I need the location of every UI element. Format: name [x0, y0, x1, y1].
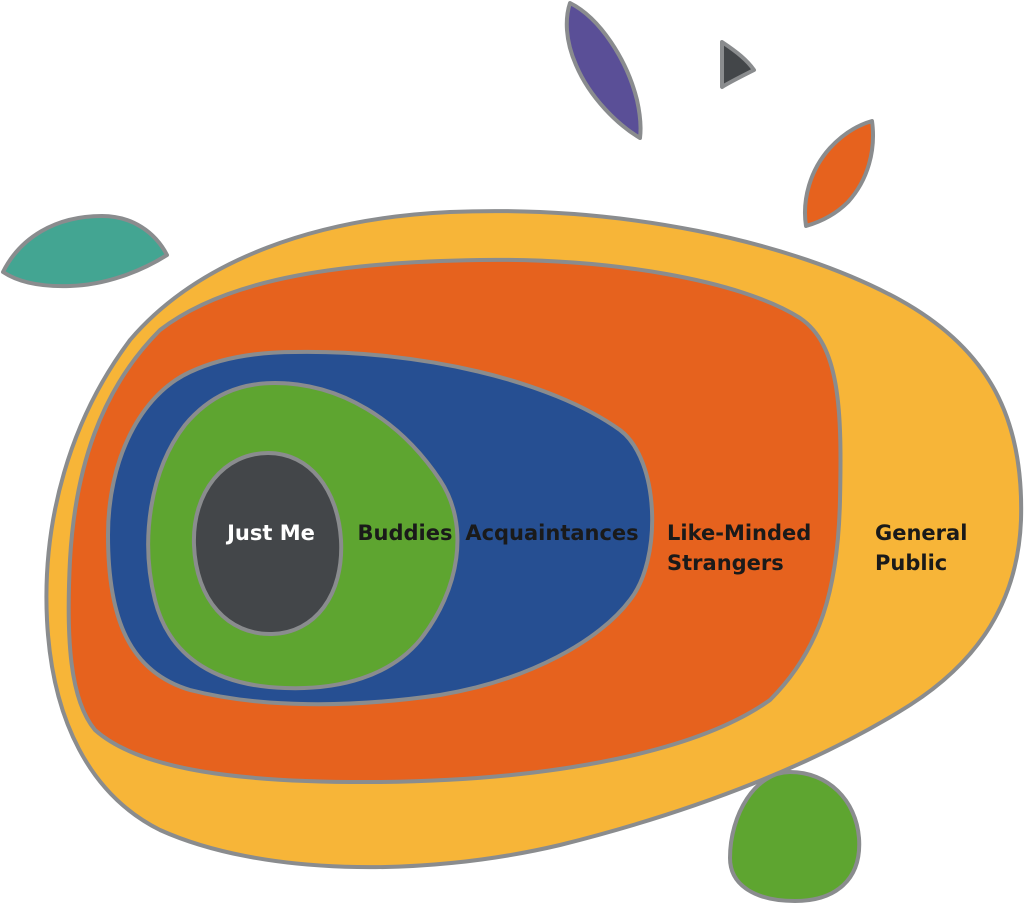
like-minded-strangers-label-line-2: Strangers — [667, 551, 784, 575]
acquaintances-label: Acquaintances — [465, 521, 638, 545]
just-me-label-line: Just Me — [225, 521, 315, 545]
like-minded-strangers-label-line-1: Like-Minded — [667, 521, 811, 545]
general-public-label-line-1: General — [875, 521, 967, 545]
purple-leaf-shape — [564, 1, 643, 140]
general-public-label: General Public — [875, 521, 975, 575]
buddies-label-line: Buddies — [358, 521, 453, 545]
orange-leaf-shape — [803, 119, 875, 228]
just-me-ring — [191, 451, 344, 637]
green-pebble-shape — [728, 770, 862, 903]
general-public-label-line-2: Public — [875, 551, 947, 575]
like-minded-strangers-label: Like-Minded Strangers — [667, 521, 819, 575]
dark-triangle-shape — [720, 40, 756, 89]
acquaintances-label-line: Acquaintances — [465, 521, 638, 545]
just-me-label: Just Me — [225, 521, 315, 545]
buddies-label: Buddies — [358, 521, 453, 545]
teal-leaf-shape — [1, 214, 169, 289]
